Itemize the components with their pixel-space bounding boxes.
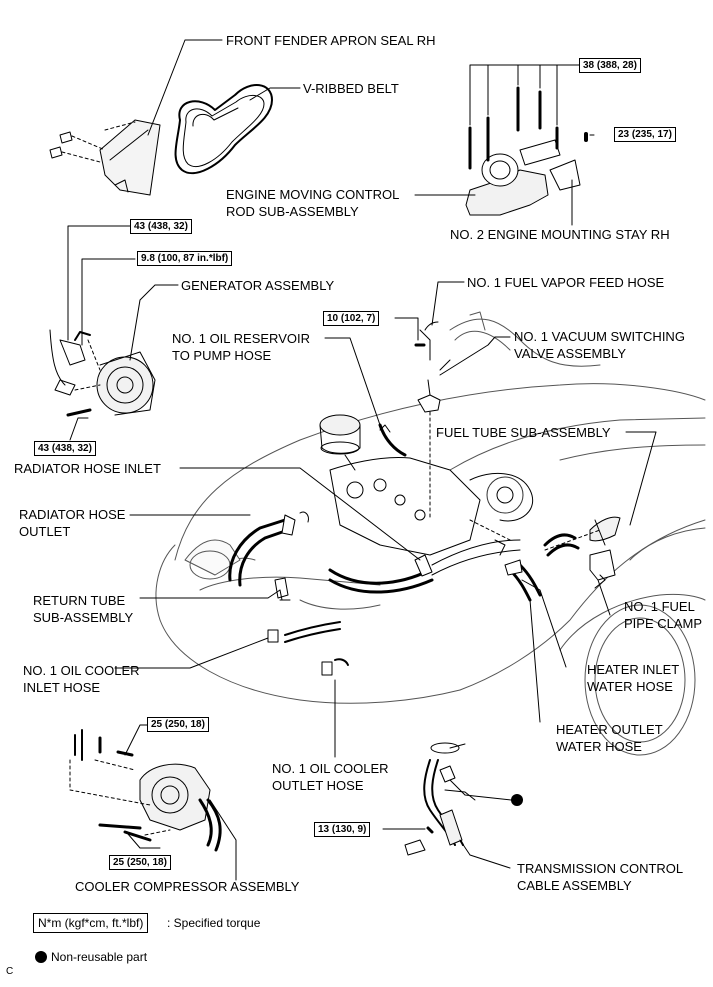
label-heater-outlet-water-hose-line2: WATER HOSE	[556, 739, 642, 754]
label-no1-oil-reservoir-hose-line1: NO. 1 OIL RESERVOIR	[172, 331, 310, 346]
engine-components-drawing	[319, 321, 534, 556]
torque-box-38: 38 (388, 28)	[579, 58, 641, 73]
label-transmission-control-cable-line1: TRANSMISSION CONTROL	[517, 861, 684, 876]
figure-code: C	[6, 966, 14, 977]
vehicle-outline-drawing	[155, 311, 706, 756]
torque-box-9-8: 9.8 (100, 87 in.*lbf)	[137, 251, 233, 266]
oil-cooler-hoses-drawing	[267, 577, 349, 676]
torque-box-23: 23 (235, 17)	[614, 127, 676, 142]
label-no1-fuel-vapor-feed-hose: NO. 1 FUEL VAPOR FEED HOSE	[467, 275, 665, 290]
legend-non-reusable-dot-icon	[35, 951, 47, 963]
label-transmission-control-cable-line2: CABLE ASSEMBLY	[517, 878, 632, 893]
legend-torque-description: : Specified torque	[167, 916, 261, 930]
cooler-compressor-drawing	[69, 729, 222, 852]
radiator-hoses-drawing	[228, 511, 521, 594]
label-return-tube-line1: RETURN TUBE	[33, 593, 126, 608]
generator-drawing	[49, 329, 156, 417]
label-heater-inlet-water-hose-line1: HEATER INLET	[587, 662, 680, 677]
label-no1-oil-cooler-outlet-hose-line2: OUTLET HOSE	[272, 778, 364, 793]
leader-lines	[67, 39, 657, 881]
label-engine-moving-control-rod-line1: ENGINE MOVING CONTROL	[226, 187, 400, 202]
label-v-ribbed-belt: V-RIBBED BELT	[303, 81, 399, 96]
label-no1-fuel-pipe-clamp-line2: PIPE CLAMP	[624, 616, 703, 631]
torque-box-10: 10 (102, 7)	[323, 311, 380, 326]
torque-box-25-bottom: 25 (250, 18)	[109, 855, 171, 870]
label-no1-vacuum-switching-valve-line1: NO. 1 VACUUM SWITCHING	[514, 329, 685, 344]
torque-box-43-bottom: 43 (438, 32)	[34, 441, 96, 456]
label-generator-assembly: GENERATOR ASSEMBLY	[181, 278, 335, 293]
engine-mount-drawing	[465, 64, 595, 216]
transmission-cable-drawing	[404, 742, 476, 856]
label-heater-inlet-water-hose-line2: WATER HOSE	[587, 679, 673, 694]
label-cooler-compressor-assembly: COOLER COMPRESSOR ASSEMBLY	[75, 879, 300, 894]
v-ribbed-belt-drawing	[174, 84, 273, 175]
non-reusable-dot-icon	[511, 794, 523, 806]
label-radiator-hose-inlet: RADIATOR HOSE INLET	[14, 461, 161, 476]
label-engine-moving-control-rod-line2: ROD SUB-ASSEMBLY	[226, 204, 359, 219]
torque-box-25-top: 25 (250, 18)	[147, 717, 209, 732]
fender-apron-seal-drawing	[49, 119, 161, 196]
label-no1-oil-cooler-inlet-hose-line1: NO. 1 OIL COOLER	[23, 663, 140, 678]
label-fuel-tube-sub-assembly: FUEL TUBE SUB-ASSEMBLY	[436, 425, 611, 440]
label-heater-outlet-water-hose-line1: HEATER OUTLET	[556, 722, 663, 737]
torque-box-43-top: 43 (438, 32)	[130, 219, 192, 234]
label-no1-oil-cooler-outlet-hose-line1: NO. 1 OIL COOLER	[272, 761, 389, 776]
fuel-tube-drawing	[544, 516, 621, 589]
label-front-fender-apron-seal-rh: FRONT FENDER APRON SEAL RH	[226, 33, 436, 48]
legend-non-reusable-text: Non-reusable part	[51, 950, 148, 964]
label-no1-oil-reservoir-hose-line2: TO PUMP HOSE	[172, 348, 272, 363]
label-return-tube-line2: SUB-ASSEMBLY	[33, 610, 134, 625]
torque-box-13: 13 (130, 9)	[314, 822, 371, 837]
label-no2-engine-mounting-stay-rh: NO. 2 ENGINE MOUNTING STAY RH	[450, 227, 670, 242]
label-no1-fuel-pipe-clamp-line1: NO. 1 FUEL	[624, 599, 695, 614]
label-radiator-hose-outlet-line1: RADIATOR HOSE	[19, 507, 126, 522]
heater-hoses-drawing	[504, 533, 580, 602]
label-no1-oil-cooler-inlet-hose-line2: INLET HOSE	[23, 680, 101, 695]
legend-torque-unit: N*m (kgf*cm, ft.*lbf)	[33, 913, 149, 933]
label-no1-vacuum-switching-valve-line2: VALVE ASSEMBLY	[514, 346, 626, 361]
label-radiator-hose-outlet-line2: OUTLET	[19, 524, 71, 539]
